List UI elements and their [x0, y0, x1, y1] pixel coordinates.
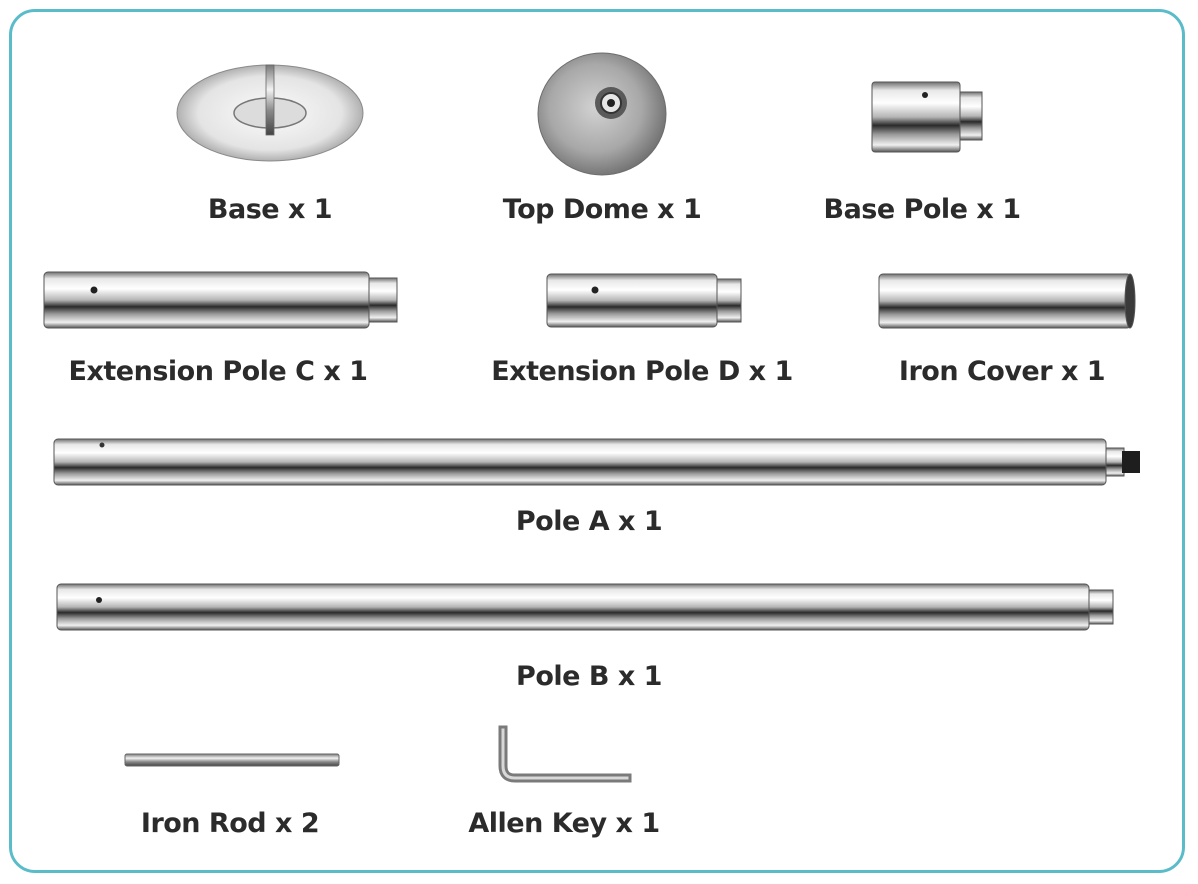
part-label-extension-pole-d: Extension Pole D x 1 [491, 356, 793, 387]
part-label-pole-b: Pole B x 1 [516, 661, 662, 692]
extension-pole-c-image [43, 271, 398, 329]
pole-b-image [56, 583, 1114, 631]
part-label-base-pole: Base Pole x 1 [823, 194, 1022, 225]
pole-a-image [53, 438, 1140, 486]
extension-pole-d-image [546, 273, 742, 328]
part-label-iron-rod: Iron Rod x 2 [140, 808, 320, 839]
part-label-top-dome: Top Dome x 1 [502, 194, 702, 225]
iron-rod-image [124, 753, 340, 767]
allen-key-image [498, 725, 632, 783]
part-label-extension-pole-c: Extension Pole C x 1 [68, 356, 368, 387]
top-dome-image [537, 52, 667, 176]
part-label-base: Base x 1 [207, 194, 333, 225]
iron-cover-image [878, 273, 1136, 329]
base-pole-image [871, 81, 983, 153]
part-label-pole-a: Pole A x 1 [515, 506, 663, 537]
base-image [176, 64, 364, 162]
part-label-iron-cover: Iron Cover x 1 [898, 356, 1106, 387]
part-label-allen-key: Allen Key x 1 [468, 808, 660, 839]
